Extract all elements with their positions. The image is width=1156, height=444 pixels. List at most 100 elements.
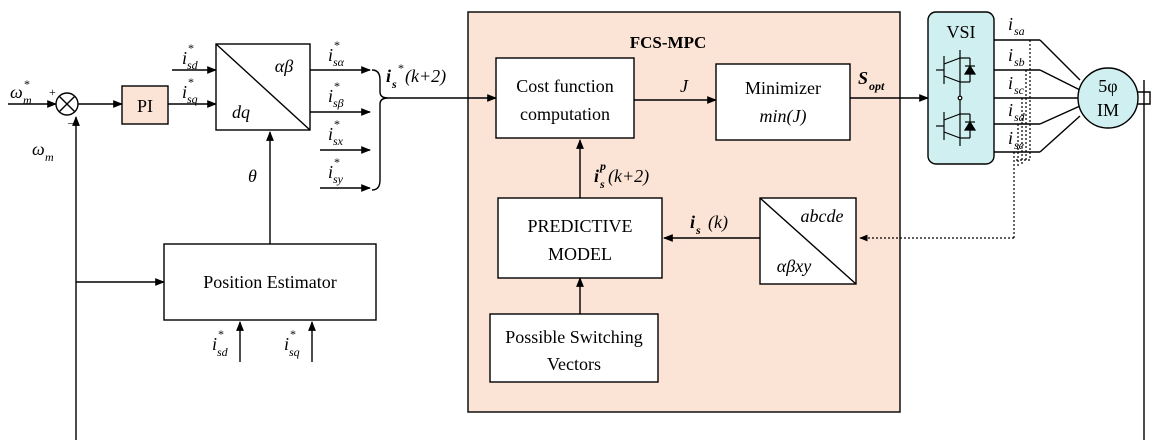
isp-label: i p s (k+2) xyxy=(594,159,649,191)
svg-text:i: i xyxy=(1008,73,1013,93)
svg-text:*: * xyxy=(398,61,404,75)
svg-text:opt: opt xyxy=(869,79,885,93)
svg-text:ω: ω xyxy=(32,139,45,159)
position-estimator-block xyxy=(163,243,377,321)
cost-function-line2: computation xyxy=(520,104,610,124)
svg-text:s: s xyxy=(695,223,701,237)
pi-label: PI xyxy=(137,96,153,116)
minimizer-block xyxy=(715,63,851,141)
abcde-label: abcde xyxy=(801,206,844,226)
svg-text:*: * xyxy=(188,41,194,55)
phase-lines xyxy=(994,39,1081,153)
svg-text:m: m xyxy=(45,150,54,164)
svg-text:*: * xyxy=(334,117,340,131)
svg-text:*: * xyxy=(334,79,340,93)
svg-text:m: m xyxy=(23,93,32,107)
pi-block xyxy=(121,85,169,125)
svg-text:sd: sd xyxy=(187,58,199,72)
isx-star-label: i * sx xyxy=(328,117,344,148)
svg-text:(k+2): (k+2) xyxy=(608,166,649,187)
current-reference-brace xyxy=(371,69,389,191)
svg-text:i: i xyxy=(1008,14,1013,34)
j-label: J xyxy=(680,76,689,96)
is-ref-label: i s * (k+2) xyxy=(386,61,446,91)
igbt-icon xyxy=(936,50,977,146)
switching-vectors-line1: Possible Switching xyxy=(505,327,643,347)
minimizer-line1: Minimizer xyxy=(745,78,821,98)
svg-text:i: i xyxy=(182,48,187,68)
svg-text:sa: sa xyxy=(1014,24,1025,38)
svg-text:i: i xyxy=(328,45,333,65)
alphabetaxy-label: αβxy xyxy=(777,256,811,276)
svg-text:(k): (k) xyxy=(708,212,728,233)
switching-vectors-block xyxy=(489,313,659,383)
s-opt-label: S opt xyxy=(858,68,885,93)
shaft-encoder-icon xyxy=(1138,80,1151,118)
isa-star-label: i * sα xyxy=(328,38,345,69)
svg-text:*: * xyxy=(218,327,224,341)
isb-star-label: i * sβ xyxy=(328,79,344,110)
svg-text:ω: ω xyxy=(10,82,23,102)
motor-line2: IM xyxy=(1097,100,1119,120)
speed-reference-label: ω * m xyxy=(10,77,32,107)
isd-star-input-label: i * sd xyxy=(182,41,199,72)
cost-function-block xyxy=(495,57,635,139)
predictive-model-block xyxy=(497,197,663,279)
svg-text:i: i xyxy=(328,86,333,106)
estimator-isd-label: i * sd xyxy=(212,327,229,359)
svg-text:sx: sx xyxy=(333,134,344,148)
svg-text:i: i xyxy=(1008,128,1013,148)
svg-text:i: i xyxy=(690,212,695,232)
vsi-label: VSI xyxy=(946,22,975,42)
svg-text:S: S xyxy=(858,68,868,88)
summing-junction: + – xyxy=(49,85,79,129)
abcde-transform-diagonal xyxy=(759,197,857,285)
transform-diagonal xyxy=(215,43,311,131)
svg-text:s: s xyxy=(599,177,605,191)
motor-line1: 5φ xyxy=(1098,76,1117,96)
svg-text:i: i xyxy=(1008,100,1013,120)
transform-alphabeta-label: αβ xyxy=(275,56,293,76)
switching-vectors-line2: Vectors xyxy=(547,354,601,374)
minimizer-line2: min(J) xyxy=(760,106,807,127)
svg-text:*: * xyxy=(290,327,296,341)
svg-text:sq: sq xyxy=(289,345,300,359)
svg-text:–: – xyxy=(67,115,75,129)
svg-text:i: i xyxy=(284,334,289,354)
svg-text:sq: sq xyxy=(187,92,198,106)
position-estimator-label: Position Estimator xyxy=(203,272,337,292)
svg-text:i: i xyxy=(328,124,333,144)
svg-text:sy: sy xyxy=(333,172,344,186)
svg-text:sβ: sβ xyxy=(333,96,344,110)
svg-text:s: s xyxy=(391,77,397,91)
svg-text:i: i xyxy=(212,334,217,354)
isq-star-input-label: i * sq xyxy=(182,75,198,106)
speed-feedback-label: ω m xyxy=(32,139,54,164)
svg-text:(k+2): (k+2) xyxy=(405,66,446,87)
fcs-mpc-title: FCS-MPC xyxy=(630,33,706,52)
current-sensing-lines xyxy=(859,40,1031,242)
svg-text:+: + xyxy=(49,85,56,99)
predictive-model-line2: MODEL xyxy=(548,244,612,264)
estimator-isq-label: i * sq xyxy=(284,327,300,359)
svg-text:i: i xyxy=(386,66,391,86)
cost-function-line1: Cost function xyxy=(516,76,614,96)
motor-icon xyxy=(1077,67,1139,129)
svg-text:sc: sc xyxy=(1014,83,1025,97)
svg-text:i: i xyxy=(594,166,599,186)
svg-text:sb: sb xyxy=(1014,55,1025,69)
is-k-label: i s (k) xyxy=(690,212,728,237)
svg-text:*: * xyxy=(334,38,340,52)
svg-text:p: p xyxy=(599,159,606,173)
theta-label: θ xyxy=(248,166,257,186)
svg-text:*: * xyxy=(334,155,340,169)
svg-text:i: i xyxy=(182,82,187,102)
predictive-model-line1: PREDICTIVE xyxy=(528,216,633,236)
svg-text:sd: sd xyxy=(217,345,229,359)
